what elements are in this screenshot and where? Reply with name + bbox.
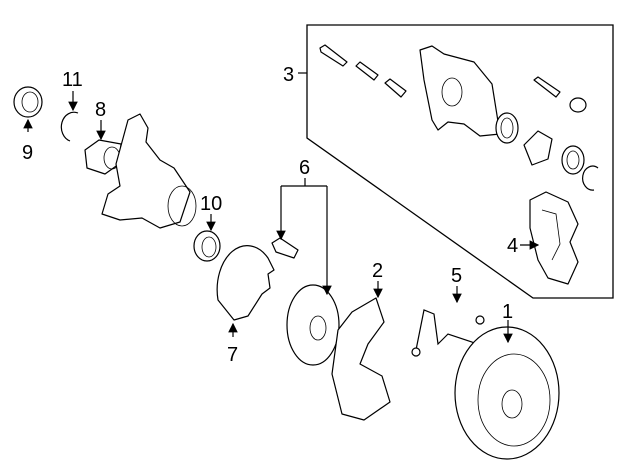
caliper-pin-right (533, 76, 587, 113)
brake-rotor-part (454, 326, 560, 460)
inner-seal-part (193, 230, 221, 262)
steering-knuckle (101, 113, 197, 229)
piston-boot (561, 145, 585, 175)
callout-6-bracket (281, 178, 327, 187)
splash-shield-part (331, 297, 391, 421)
hub-bolt-part (271, 237, 299, 259)
caliper-support-part (529, 191, 579, 285)
callout-5: 5 (451, 265, 462, 287)
caliper-sleeve (355, 61, 379, 81)
snap-ring-part (60, 111, 79, 142)
boot-ring (582, 165, 599, 191)
callout-10: 10 (200, 193, 222, 215)
piston-seal (495, 112, 519, 144)
caliper-bolt-left (319, 44, 348, 67)
callout-2: 2 (372, 260, 383, 282)
caliper-pin-left (384, 78, 407, 98)
callout-7: 7 (227, 344, 238, 366)
caliper-body (419, 45, 501, 137)
brake-hose-part (411, 309, 485, 357)
callout-1: 1 (502, 301, 513, 323)
wheel-bearing-part (84, 139, 122, 175)
callout-9: 9 (22, 142, 33, 164)
callout-4: 4 (507, 235, 518, 257)
abs-sensor-ring-part (216, 245, 275, 321)
dust-seal-part (13, 86, 43, 118)
piston (523, 130, 553, 166)
callout-3: 3 (283, 64, 294, 86)
callout-11: 11 (62, 69, 83, 91)
hub-part (286, 284, 340, 366)
callout-6: 6 (299, 157, 310, 179)
callout-8: 8 (95, 99, 106, 121)
